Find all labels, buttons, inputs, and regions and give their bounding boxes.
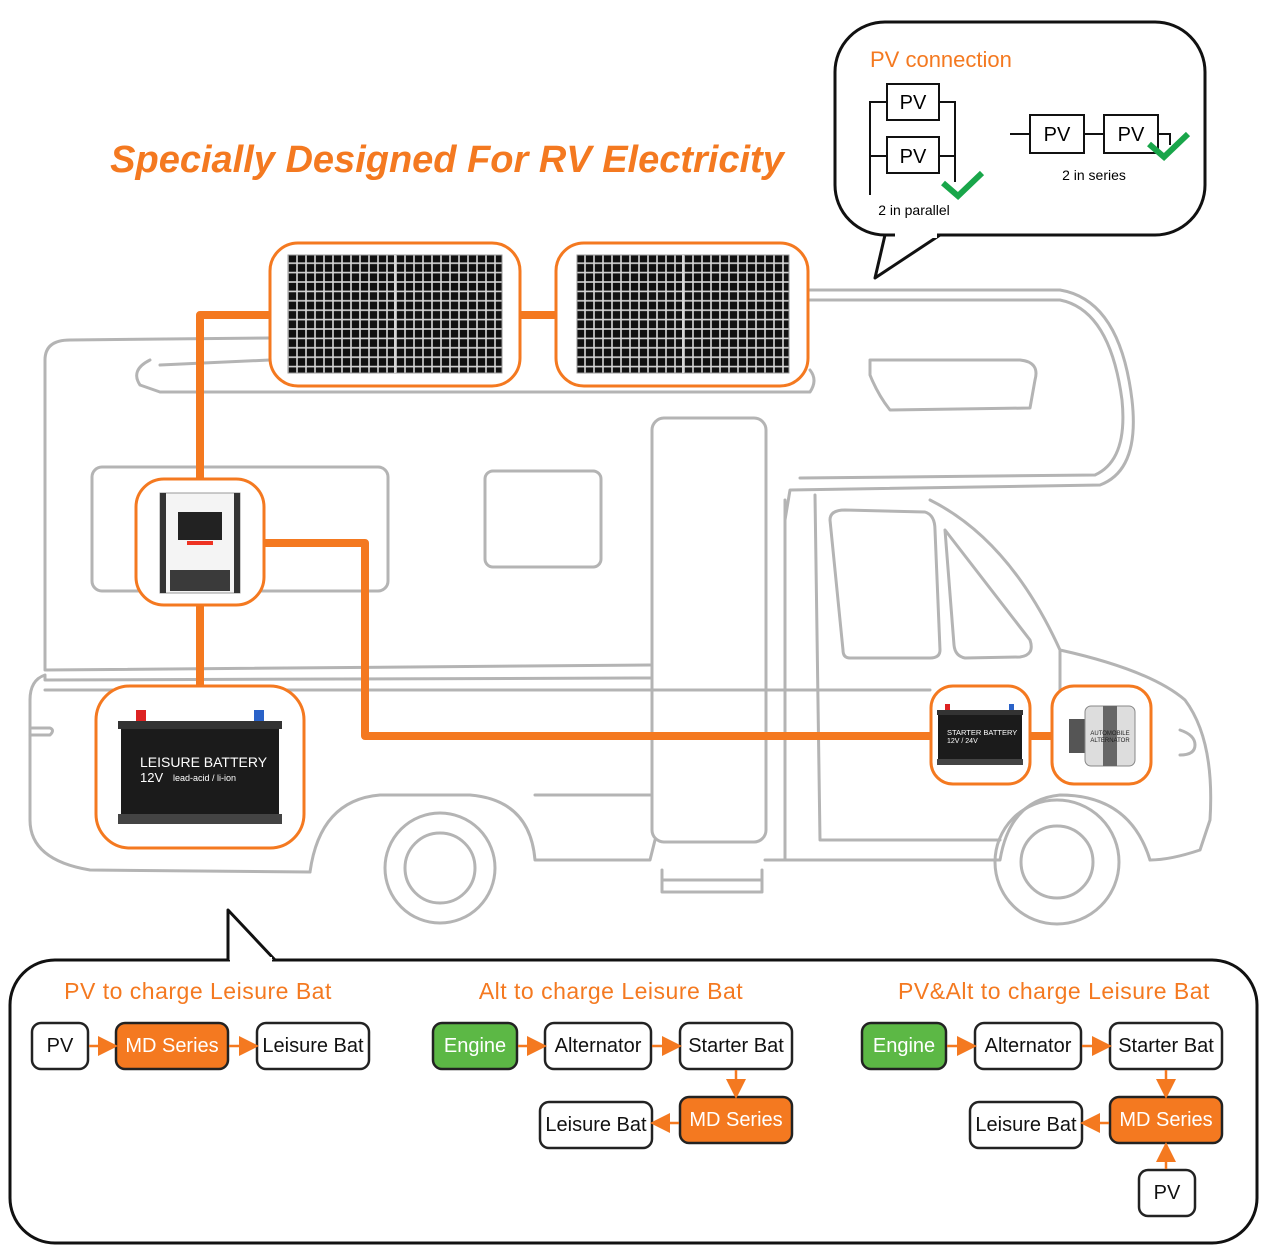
- pv-connection-callout: PV connection PV PV 2 in parallel PV PV …: [833, 20, 1207, 280]
- flow-node: Alternator: [985, 1035, 1072, 1057]
- alternator-label-2: ALTERNATOR: [1090, 738, 1130, 744]
- flow-node: PV: [1154, 1182, 1181, 1204]
- flow-node: Alternator: [555, 1035, 642, 1057]
- leisure-battery-type: lead-acid / li-ion: [173, 773, 236, 783]
- solar-panel: [268, 241, 522, 388]
- starter-battery-name: STARTER BATTERY: [947, 728, 1017, 737]
- alternator-label-1: AUTOMOBILE: [1090, 731, 1129, 737]
- flow-node: Leisure Bat: [262, 1035, 364, 1057]
- parallel-label: 2 in parallel: [878, 202, 950, 218]
- charging-modes-panel: PV to charge Leisure Bat PV MD Series Le…: [8, 908, 1259, 1245]
- page-title: Specially Designed For RV Electricity: [110, 139, 786, 181]
- flow-node: Leisure Bat: [545, 1114, 647, 1136]
- leisure-battery-voltage: 12V: [140, 770, 163, 785]
- md-series-charger: [134, 477, 266, 607]
- starter-battery: STARTER BATTERY 12V / 24V: [929, 684, 1032, 786]
- rv-outline: [28, 288, 1213, 926]
- flow-node: PV: [47, 1035, 74, 1057]
- flow-node: Starter Bat: [688, 1035, 784, 1057]
- starter-battery-voltage: 12V / 24V: [947, 738, 978, 745]
- pv-label: PV: [1118, 124, 1145, 146]
- flow-title: PV to charge Leisure Bat: [64, 978, 332, 1004]
- wiring: [196, 311, 1052, 740]
- flow-title: Alt to charge Leisure Bat: [479, 978, 743, 1004]
- alternator: AUTOMOBILE ALTERNATOR: [1050, 684, 1153, 786]
- pv-label: PV: [1044, 124, 1071, 146]
- solar-panel: [554, 241, 810, 388]
- series-diagram: [1010, 114, 1171, 154]
- leisure-battery: LEISURE BATTERY 12V lead-acid / li-ion: [94, 684, 306, 850]
- check-icon: [941, 170, 985, 201]
- flow-node: MD Series: [125, 1035, 218, 1057]
- pv-label: PV: [900, 92, 927, 114]
- pv-label: PV: [900, 146, 927, 168]
- series-label: 2 in series: [1062, 167, 1126, 183]
- flow-node: Engine: [444, 1035, 506, 1057]
- pv-connection-heading: PV connection: [870, 47, 1012, 72]
- flow-title: PV&Alt to charge Leisure Bat: [898, 978, 1210, 1004]
- check-icon: [1147, 131, 1191, 162]
- flow-node: Starter Bat: [1118, 1035, 1214, 1057]
- flow-node: MD Series: [689, 1109, 782, 1131]
- flow-node: Leisure Bat: [975, 1114, 1077, 1136]
- leisure-battery-name: LEISURE BATTERY: [140, 754, 268, 770]
- flow-node: MD Series: [1119, 1109, 1212, 1131]
- parallel-diagram: [869, 83, 956, 195]
- flow-node: Engine: [873, 1035, 935, 1057]
